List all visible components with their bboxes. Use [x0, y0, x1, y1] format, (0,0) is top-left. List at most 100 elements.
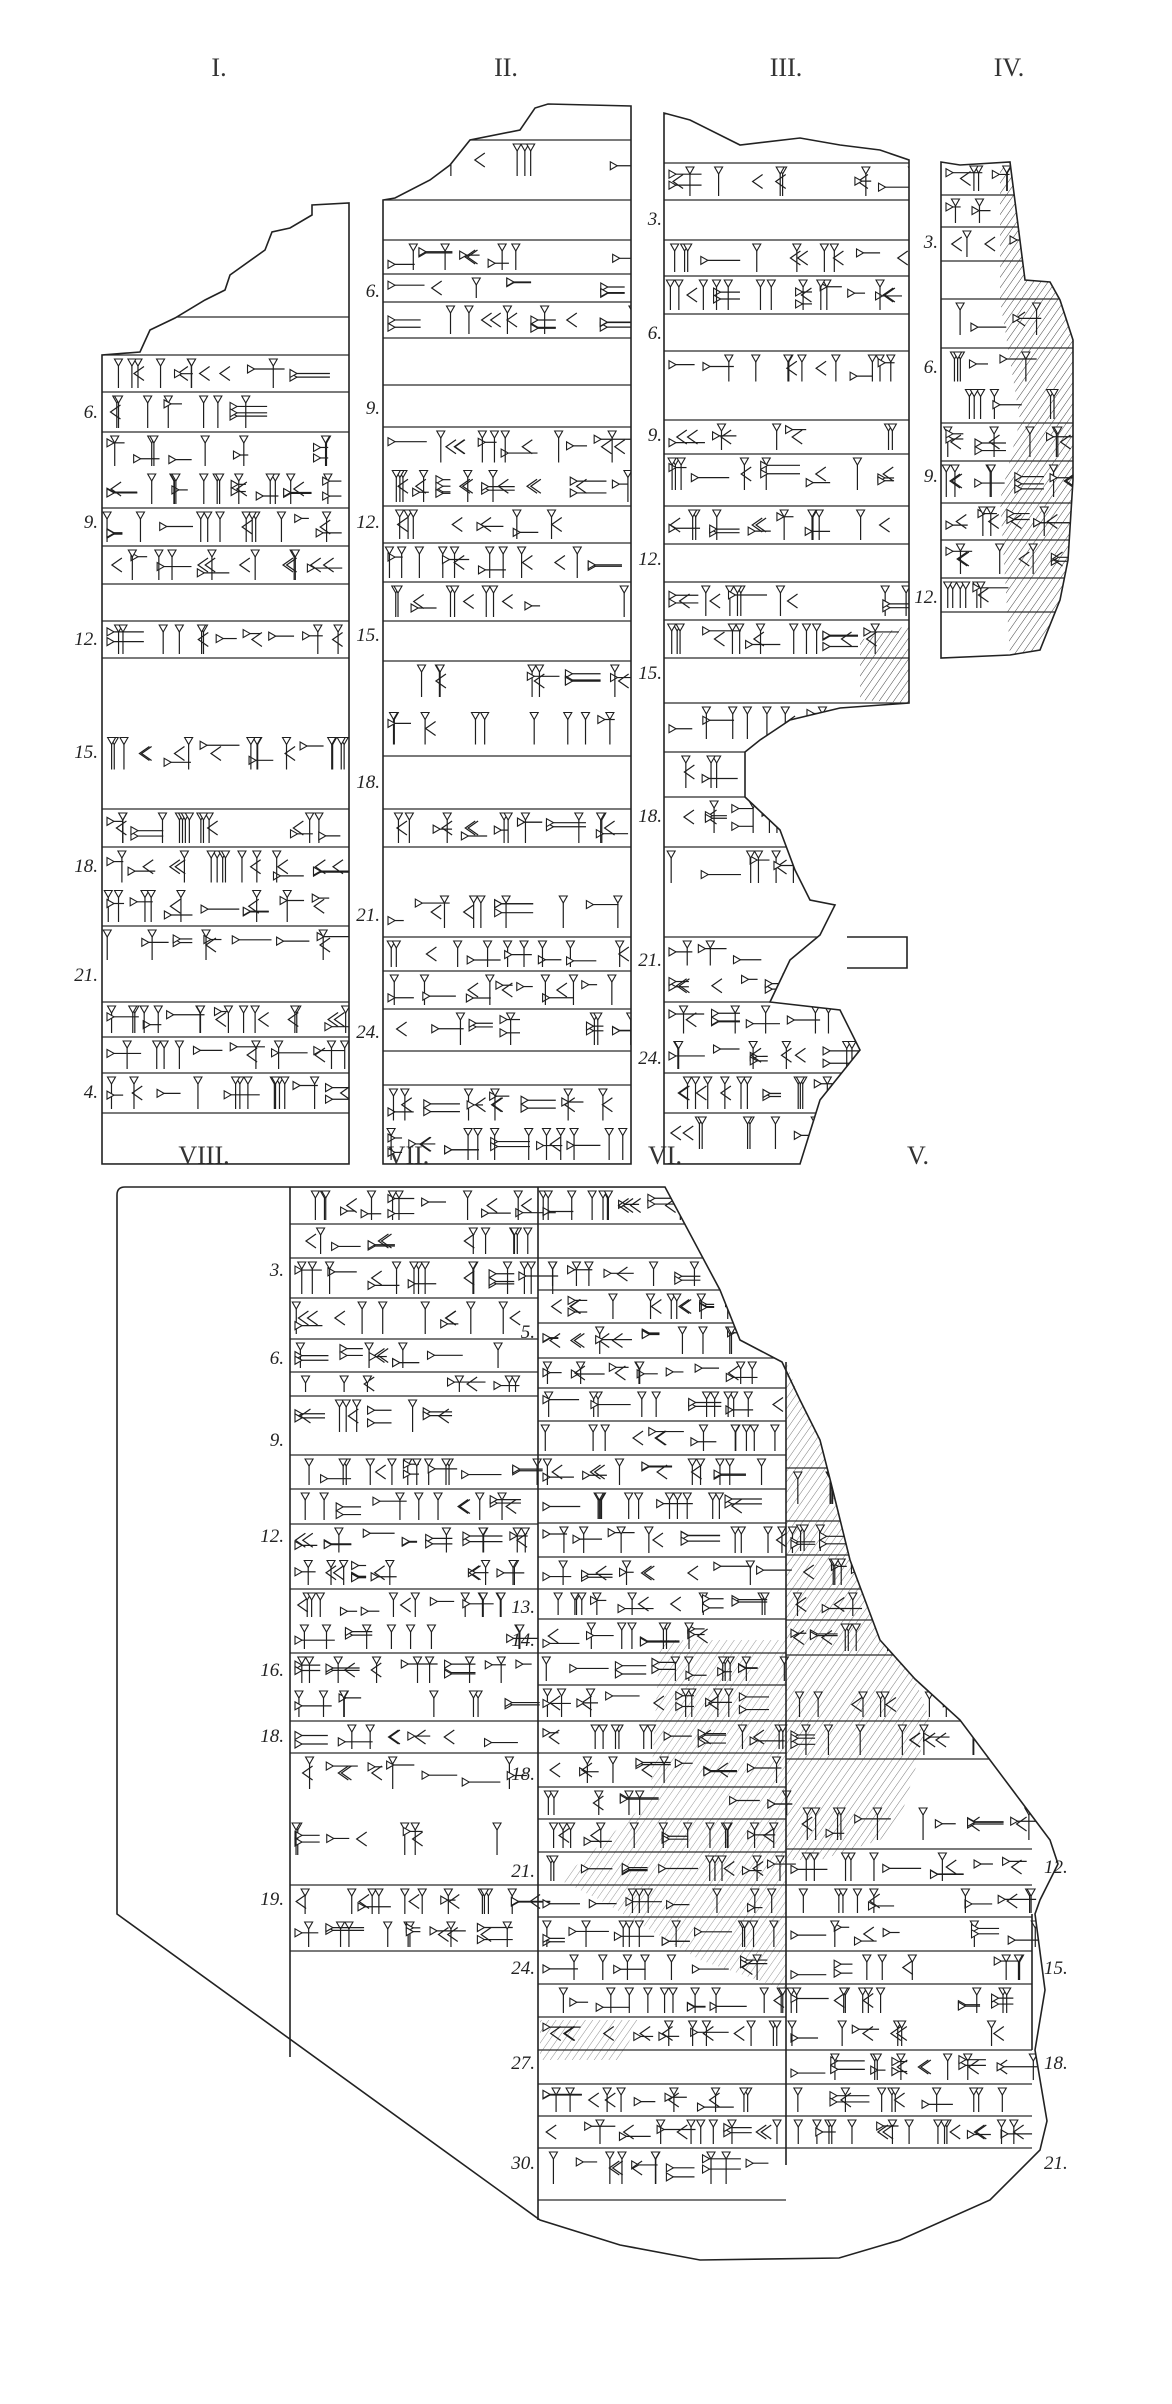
cuneiform-sign — [761, 800, 798, 833]
cuneiform-sign — [292, 1076, 320, 1109]
cuneiform-sign — [996, 2053, 1039, 2080]
cuneiform-sign — [106, 1076, 124, 1109]
cuneiform-sign — [106, 624, 144, 654]
cuneiform-sign — [753, 755, 766, 788]
cuneiform-sign — [467, 1559, 491, 1585]
cuneiform-sign — [669, 243, 693, 272]
cuneiform-sign — [550, 1299, 563, 1314]
cuneiform-sign — [487, 243, 509, 270]
cuneiform-sign — [614, 940, 630, 967]
line-number: 9. — [366, 398, 380, 419]
cuneiform-sign — [481, 1198, 511, 1219]
cuneiform-sign — [520, 1095, 556, 1114]
line-number: 9. — [270, 1430, 284, 1451]
cuneiform-sign — [897, 1724, 921, 1755]
cuneiform-sign — [724, 1494, 762, 1514]
cuneiform-sign — [524, 600, 541, 611]
cuneiform-sign — [488, 585, 513, 617]
cuneiform-sign — [196, 549, 230, 580]
line-number: 12. — [74, 629, 98, 650]
line-number: 21. — [638, 950, 662, 971]
cuneiform-sign — [709, 1987, 747, 2013]
cuneiform-sign — [668, 723, 693, 734]
cuneiform-sign — [508, 1227, 533, 1254]
cuneiform-sign — [793, 1076, 808, 1109]
cuneiform-sign — [393, 812, 415, 843]
cuneiform-sign — [725, 1361, 758, 1384]
cuneiform-sign — [229, 1040, 265, 1069]
cuneiform-sign — [730, 1424, 760, 1451]
cuneiform-sign — [821, 1592, 863, 1616]
cuneiform-sign — [847, 288, 866, 299]
cuneiform-sign — [738, 1691, 770, 1715]
cuneiform-sign — [386, 940, 402, 967]
cuneiform-sign — [837, 2020, 848, 2046]
cuneiform-sign — [602, 2026, 615, 2041]
cuneiform-sign — [850, 1691, 868, 1717]
cuneiform-sign — [668, 359, 695, 370]
cuneiform-sign — [335, 1501, 362, 1520]
cuneiform-sign — [195, 812, 218, 843]
cuneiform-sign — [158, 624, 185, 654]
line-number: 12. — [914, 587, 938, 608]
cuneiform-sign — [611, 469, 631, 502]
cuneiform-sign — [741, 1855, 764, 1881]
cuneiform-sign — [172, 933, 193, 948]
cuneiform-sign — [407, 1729, 431, 1745]
cuneiform-sign — [849, 354, 878, 382]
cuneiform-sign — [444, 1656, 476, 1683]
cuneiform-sign — [440, 1310, 459, 1329]
cuneiform-sign — [142, 395, 153, 428]
cuneiform-sign — [294, 1559, 316, 1585]
cuneiform-sign — [666, 1954, 677, 1980]
cuneiform-sign — [844, 850, 855, 883]
cuneiform-sign — [545, 2124, 557, 2140]
cuneiform-sign — [970, 322, 1007, 333]
column-i-outline — [101, 202, 350, 1165]
cuneiform-sign — [357, 1888, 391, 1914]
cuneiform-sign — [562, 711, 591, 745]
cuneiform-sign — [421, 1770, 458, 1781]
cuneiform-sign — [451, 517, 463, 532]
cuneiform-sign — [312, 435, 332, 466]
cuneiform-sign — [674, 1261, 701, 1286]
cuneiform-sign — [691, 1964, 729, 1975]
cuneiform-sign — [668, 166, 702, 196]
cuneiform-sign — [997, 2087, 1008, 2112]
cuneiform-sign — [302, 624, 323, 654]
cuneiform-sign — [403, 1921, 421, 1947]
cuneiform-sign — [974, 426, 1006, 457]
cuneiform-sign — [481, 469, 515, 502]
cuneiform-sign — [608, 1362, 629, 1381]
cuneiform-sign — [542, 1898, 580, 1909]
cuneiform-sign — [805, 850, 830, 883]
cuneiform-sign — [443, 1729, 455, 1745]
cuneiform-sign — [511, 509, 539, 539]
cuneiform-sign — [633, 2026, 654, 2042]
cuneiform-sign — [722, 1293, 760, 1319]
cuneiform-sign — [484, 1656, 507, 1683]
cuneiform-sign — [623, 1492, 644, 1519]
cuneiform-sign — [590, 1592, 607, 1615]
cuneiform-sign — [704, 1855, 735, 1881]
cuneiform-sign — [701, 755, 738, 788]
column-signs — [291, 1190, 559, 1947]
cuneiform-sign — [156, 1088, 181, 1099]
column-label-v: V. — [907, 1141, 929, 1170]
cuneiform-sign — [195, 511, 225, 542]
cuneiform-sign — [1033, 506, 1070, 536]
cuneiform-sign — [106, 481, 138, 498]
cuneiform-sign — [790, 1852, 828, 1881]
cuneiform-sign — [884, 945, 909, 964]
cuneiform-sign — [780, 706, 796, 739]
cuneiform-sign — [429, 1921, 466, 1947]
cuneiform-sign — [862, 1085, 874, 1101]
cuneiform-sign — [749, 1724, 788, 1749]
cuneiform-sign — [617, 1592, 654, 1615]
cuneiform-sign — [553, 1592, 587, 1615]
cuneiform-sign — [237, 850, 262, 883]
cuneiform-sign — [875, 1691, 897, 1717]
cuneiform-sign — [565, 312, 578, 328]
cuneiform-sign — [386, 1624, 416, 1649]
cuneiform-sign — [610, 1724, 624, 1749]
